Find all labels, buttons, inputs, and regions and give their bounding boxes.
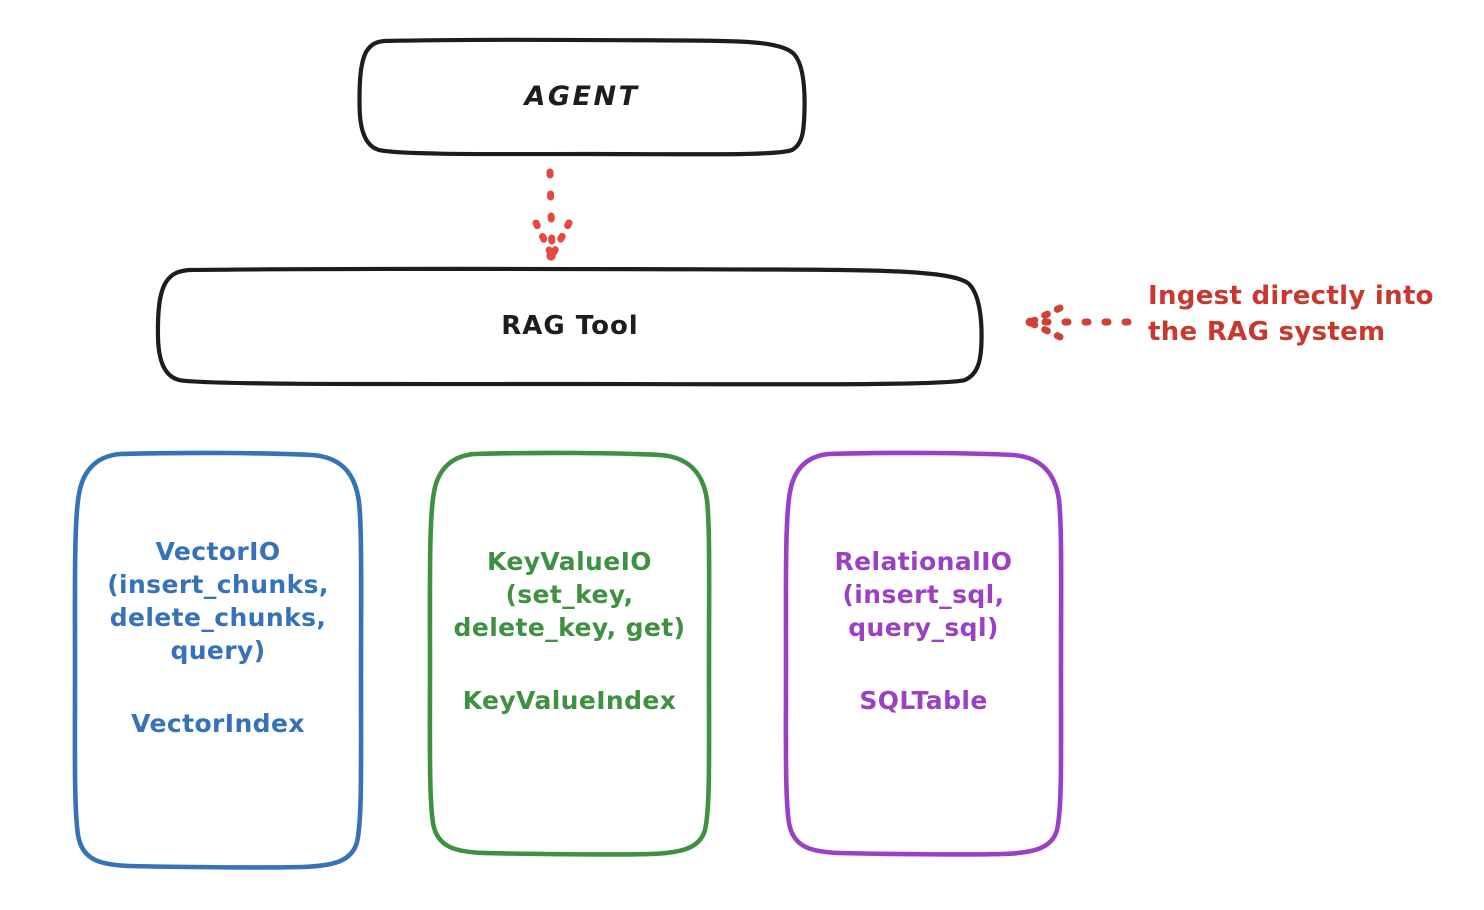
connector-note-to-rag-tool (1025, 304, 1132, 341)
connector-agent-to-rag-tool (532, 168, 573, 261)
node-relational-io[interactable]: RelationalIO (insert_sql, query_sql) SQL… (783, 450, 1064, 857)
node-rag-tool[interactable]: RAG Tool (155, 266, 985, 387)
key-value-io-label: KeyValueIO (set_key, delete_key, get) (453, 547, 686, 642)
node-vector-io[interactable]: VectorIO (insert_chunks, delete_chunks, … (72, 450, 364, 870)
annotation-ingest-note: Ingest directly into the RAG system (1148, 281, 1434, 347)
vector-io-sub-label: VectorIndex (131, 709, 305, 738)
rag-tool-label: RAG Tool (501, 311, 639, 342)
key-value-io-box-outline (427, 450, 712, 857)
agent-label: AGENT (524, 81, 640, 113)
key-value-io-sub-label: KeyValueIndex (462, 686, 677, 715)
node-key-value-io[interactable]: KeyValueIO (set_key, delete_key, get) Ke… (427, 450, 712, 857)
node-agent[interactable]: AGENT (357, 37, 807, 157)
relational-io-sub-label: SQLTable (859, 686, 988, 715)
relational-io-box-outline (783, 450, 1064, 857)
relational-io-label: RelationalIO (insert_sql, query_sql) (834, 547, 1013, 642)
vector-io-label: VectorIO (insert_chunks, delete_chunks, … (107, 537, 329, 665)
